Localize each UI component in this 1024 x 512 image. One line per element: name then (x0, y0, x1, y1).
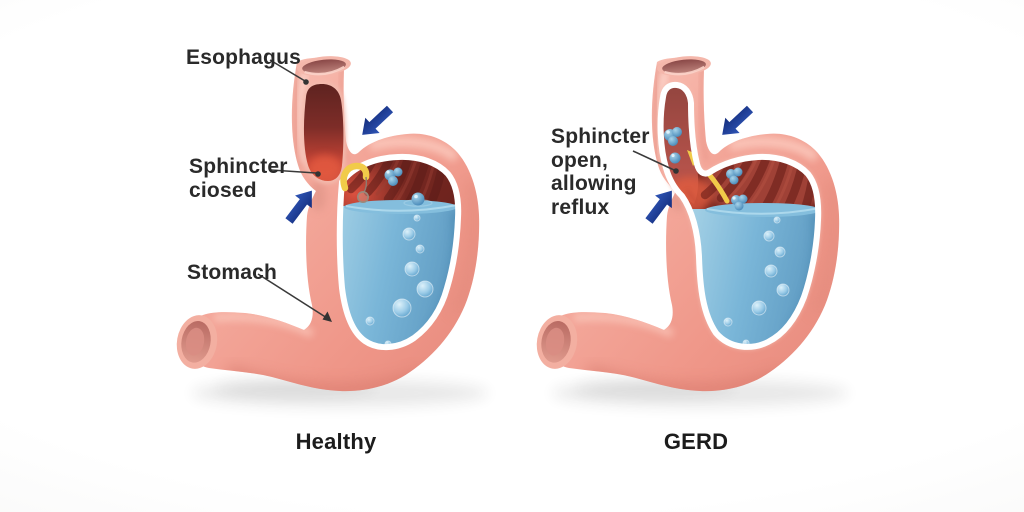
pressure-arrow-upper (715, 101, 758, 143)
sphincter-closed-leader-line (270, 169, 321, 177)
stomach-interior (302, 152, 476, 374)
fluid-bubbles (365, 214, 434, 348)
stomach-interior-open (661, 85, 838, 377)
leader-lines (257, 59, 679, 322)
reflux-bubbles (664, 127, 748, 211)
gerd-caption: GERD (663, 429, 729, 454)
reflux-blocked-icon (340, 162, 370, 204)
healthy-caption: Healthy (295, 429, 377, 454)
stomach-label: Stomach (187, 261, 278, 284)
sphincter-open-leader-line (632, 150, 679, 174)
esophagus-pouch-closed (304, 84, 343, 181)
stomach-leader-line (257, 273, 332, 322)
gerd-stomach-illustration (533, 54, 848, 407)
sphincter-closed-label: Sphincter ciosed (189, 155, 288, 202)
esophagus-label: Esophagus (186, 46, 301, 69)
floating-bubbles (384, 167, 425, 206)
fluid-bubbles (723, 216, 790, 347)
sphincter-open-label: Sphincter open, allowing reflux (551, 125, 650, 219)
esophagus-leader-line (269, 59, 309, 85)
pressure-arrow-upper (355, 101, 398, 143)
healthy-stomach-illustration (173, 54, 488, 407)
